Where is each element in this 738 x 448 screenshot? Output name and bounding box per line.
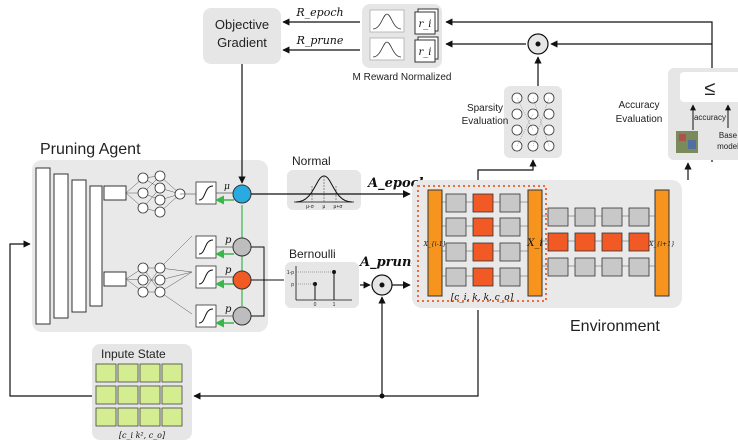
p-output-node-1 — [232, 237, 252, 257]
sigmoid-box-mu — [195, 181, 217, 205]
sigmoid-box-2 — [195, 265, 217, 289]
accuracy-small-label: accuracy — [694, 113, 726, 122]
x-ip1-layer — [654, 189, 670, 297]
pruning-agent-box: μ p p p — [32, 160, 268, 332]
mu-output-node — [232, 184, 252, 204]
p-label-3: p — [225, 304, 232, 315]
bern-x-2: 1 — [333, 302, 336, 308]
reward-normalized-box: r_i r_i — [362, 4, 442, 68]
base-model-label-1: Base — [719, 131, 738, 140]
reward-cell-top: r_i — [419, 19, 432, 30]
x-i-layer — [527, 189, 543, 297]
sparsity-evaluation-box — [504, 86, 562, 158]
p-label-2: p — [225, 265, 232, 276]
sparsity-label-1: Sparsity — [467, 103, 503, 114]
bernoulli-box: 1-p p 0 1 — [285, 262, 359, 308]
state-to-agent-arrow — [9, 240, 92, 397]
bern-x-1: 0 — [314, 302, 317, 308]
compare-symbol: ≤ — [705, 78, 716, 100]
reward-cell-bottom: r_i — [419, 47, 432, 58]
tensor-dims-label: [c_i, k, k, c_o] — [451, 293, 514, 303]
x-im1-layer — [427, 189, 443, 297]
sigmoid-box-1 — [195, 235, 217, 259]
x-ip1-label: X_{i+1} — [648, 241, 675, 248]
reward-normalized-label: M Reward Normalized — [353, 72, 452, 83]
r-epoch-label: R_epoch — [295, 6, 343, 19]
accuracy-label-1: Accuracy — [618, 100, 659, 111]
accuracy-label-2: Evaluation — [616, 114, 663, 125]
input-state-title: Inpute State — [101, 347, 166, 361]
base-model-label-2: model — [717, 142, 738, 151]
bern-y-1: 1-p — [287, 270, 294, 276]
p-output-node-3 — [232, 306, 252, 326]
mu-label: μ — [224, 182, 230, 192]
r-prune-label: R_prune — [296, 34, 344, 47]
pruned-layer-region — [417, 185, 547, 302]
p-label-1: p — [225, 235, 232, 246]
normal-tick-1: μ-σ — [306, 204, 315, 210]
objective-label: Objective — [215, 17, 269, 32]
input-state-box: Inpute State [c_i k², c_o] — [92, 344, 192, 440]
accuracy-evaluation-box: ≤ accuracy Base model — [668, 68, 738, 160]
objective-gradient-box: Objective Gradient — [203, 8, 281, 64]
state-dims-label: [c_i k², c_o] — [119, 431, 166, 440]
normal-tick-2: μ — [323, 204, 326, 210]
env-to-state-arrow — [193, 310, 479, 400]
p-output-node-2 — [232, 270, 252, 290]
gradient-label: Gradient — [217, 35, 267, 50]
environment-box: X_{i-1} X_i X_{i+1} — [412, 180, 682, 308]
normal-tick-3: μ+σ — [334, 204, 344, 210]
normal-distribution-box: μ-σ μ μ+σ — [287, 170, 361, 210]
sigmoid-box-3 — [195, 304, 217, 328]
x-i-label: X_i — [526, 238, 542, 249]
bernoulli-label: Bernoulli — [289, 247, 336, 261]
bern-y-2: p — [291, 282, 294, 288]
sparsity-label-2: Evaluation — [462, 116, 509, 127]
x-im1-label: X_{i-1} — [423, 241, 447, 248]
a-prune-label: A_prune — [358, 255, 420, 270]
normal-label: Normal — [292, 154, 331, 168]
pruning-agent-title: Pruning Agent — [40, 141, 141, 158]
env-to-sparsity-arrow — [477, 159, 537, 180]
environment-title: Environment — [570, 318, 660, 335]
